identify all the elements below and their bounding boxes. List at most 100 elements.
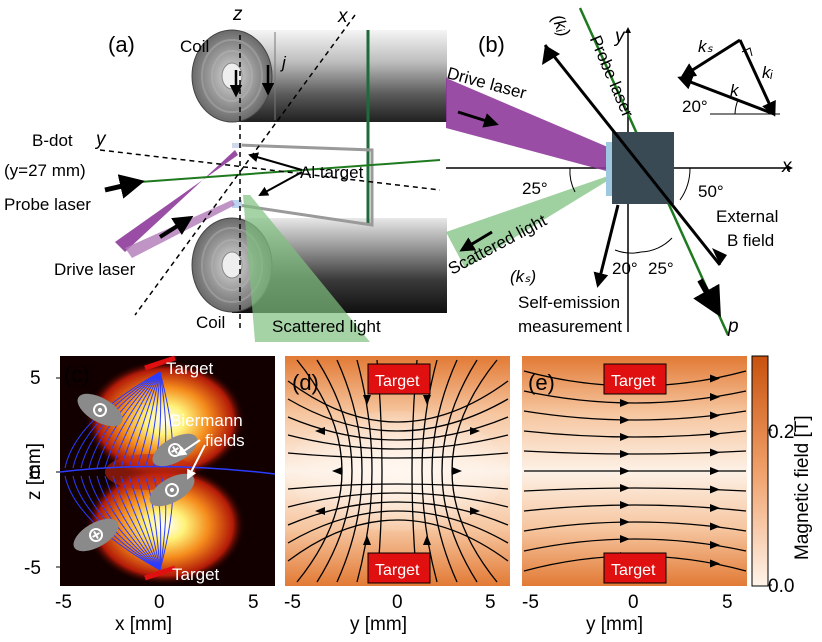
c-field-line — [104, 371, 161, 469]
panel-c-tag: (c) — [64, 362, 90, 387]
c-field-line — [59, 465, 276, 475]
b-angle-50: 50° — [698, 182, 724, 201]
d-streamline — [287, 483, 509, 490]
e-streamline-arrow — [620, 467, 630, 475]
c-field-line — [136, 371, 161, 469]
d-streamline — [431, 359, 458, 583]
probe-line — [139, 159, 441, 183]
d-streamline — [287, 380, 509, 423]
c-xlabel: x [mm] — [115, 614, 172, 635]
e-streamline-arrow — [620, 399, 630, 407]
e-streamline-arrow — [710, 448, 720, 457]
panel-e-tag: (e) — [528, 370, 555, 395]
d-streamline — [287, 452, 509, 459]
c-field-line — [96, 475, 161, 571]
e-streamline — [523, 521, 747, 532]
b-axis-x-label: x — [781, 156, 793, 177]
c-field-line — [136, 475, 161, 571]
e-streamline-arrow — [710, 374, 720, 383]
d-streamline — [287, 416, 509, 441]
bdot-label: B-dot — [32, 131, 73, 150]
e-target-bottom: Target — [603, 552, 667, 584]
b-self-emission-1: Self-emission — [518, 293, 620, 312]
b-external-label-2: B field — [727, 231, 774, 250]
d-streamline — [287, 492, 509, 508]
d-xtick-m5: -5 — [284, 592, 301, 613]
c-ytick-0: 0 — [30, 463, 41, 484]
e-streamline-arrow — [620, 535, 630, 543]
colorbar-scale — [751, 355, 769, 587]
d-streamline-arrow — [332, 467, 342, 475]
e-target-top-label: Target — [611, 373, 656, 390]
drive-laser-label-a: Drive laser — [54, 260, 136, 279]
e-streamline — [523, 538, 747, 552]
c-field-line — [104, 475, 161, 571]
c-field-line — [112, 475, 161, 571]
axis-y-label: y — [94, 129, 107, 150]
coil-top-label: Coil — [180, 37, 209, 56]
panel-d-tag: (d) — [292, 370, 319, 395]
c-ylabel: z [mm] — [24, 443, 45, 500]
current-label: j — [280, 53, 287, 72]
b-external-label-1: External — [716, 207, 778, 226]
e-streamline-arrow — [710, 411, 720, 420]
scattered-light-cone — [243, 195, 370, 342]
c-field-line — [152, 475, 162, 571]
c-field-line — [112, 371, 161, 469]
e-streamline — [523, 410, 747, 421]
x-axis — [134, 14, 356, 316]
e-streamline-arrow — [620, 450, 630, 458]
panel-b: (b) y x (kᵢ) Probe laser Drive laser 25°… — [445, 7, 793, 337]
biermann-markers — [73, 393, 198, 552]
e-xtick-5: 5 — [722, 592, 733, 613]
c-xtick-5: 5 — [248, 592, 259, 613]
d-streamline-arrow — [470, 507, 480, 515]
d-streamline-arrow — [452, 467, 462, 475]
e-streamline-arrow — [710, 467, 720, 475]
e-target-top: Target — [603, 363, 667, 395]
b-ks-label: (kₛ) — [510, 267, 536, 286]
e-streamline — [523, 390, 747, 404]
e-streamline-arrow — [620, 416, 630, 424]
e-streamline-arrow — [620, 484, 630, 492]
d-streamline — [287, 510, 509, 544]
scattered-light-label-a: Scattered light — [272, 317, 381, 336]
d-streamline-arrow — [423, 395, 431, 405]
inset-angle-label: 20° — [682, 97, 708, 116]
coil-top — [191, 29, 447, 123]
biermann-label-2: fields — [205, 431, 245, 450]
d-streamline-arrow — [363, 395, 371, 405]
c-target-top-label: Target — [166, 359, 214, 378]
d-xtick-0: 0 — [392, 592, 403, 613]
d-streamline — [287, 434, 509, 450]
b-ki-label: (kᵢ) — [548, 12, 574, 40]
b-scattered-light — [446, 176, 612, 268]
e-streamline-arrow — [710, 541, 720, 549]
e-streamline-arrow — [710, 522, 720, 531]
b-bfield-line — [543, 44, 722, 266]
d-streamline-arrow — [363, 535, 371, 545]
c-field-line — [128, 475, 161, 571]
d-xtick-5: 5 — [485, 592, 496, 613]
biermann-label-1: Biermann — [170, 411, 243, 430]
d-target-bottom-label: Target — [375, 562, 420, 579]
y-axis — [99, 149, 441, 191]
target-frame — [232, 143, 374, 227]
al-target-label: Al target — [300, 163, 364, 182]
b-angle-25-left: 25° — [522, 179, 548, 198]
b-axis-y-label: y — [613, 26, 626, 47]
axis-x-label: x — [337, 6, 349, 27]
panel-c: (c) Target Target Biermann fields 5 0 -5… — [24, 355, 276, 635]
b-self-emission-2: measurement — [518, 317, 622, 336]
panel-a-tag: (a) — [108, 32, 135, 57]
c-ytick-m5: -5 — [24, 558, 41, 579]
d-streamline-arrow — [315, 427, 325, 435]
c-field-line — [120, 371, 161, 469]
c-target-bottom-label: Target — [172, 565, 220, 584]
c-target-bottom — [144, 565, 176, 581]
b-drive-laser — [446, 78, 610, 172]
d-streamline — [287, 519, 509, 562]
b-angle-25-bottom: 25° — [648, 259, 674, 278]
e-xtick-m5: -5 — [522, 592, 539, 613]
